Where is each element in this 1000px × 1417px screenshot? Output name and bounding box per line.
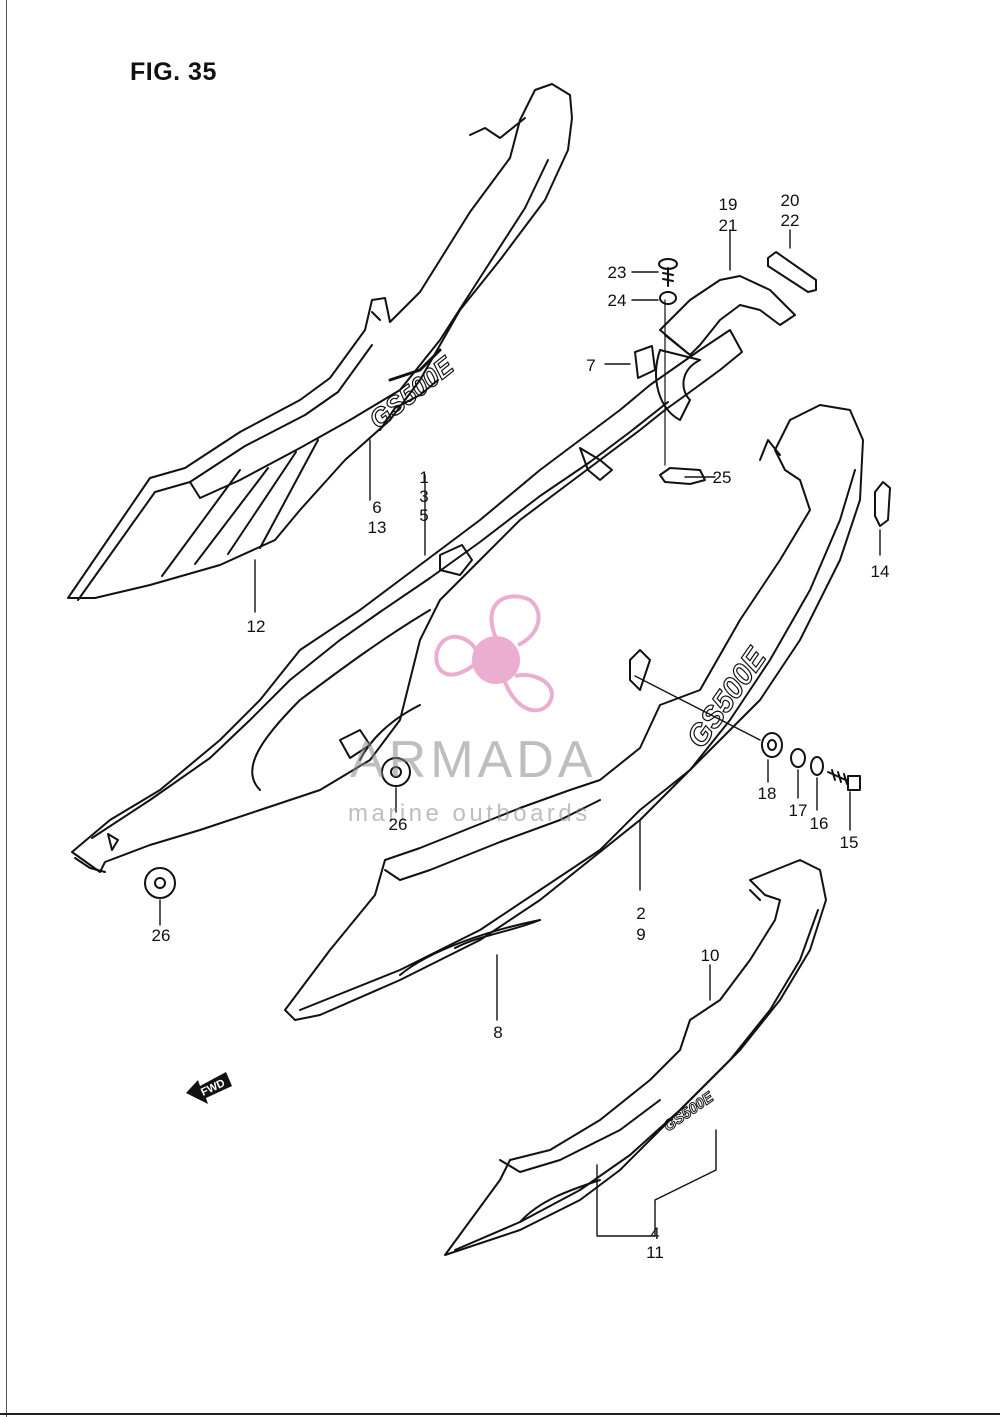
bolt-assembly — [634, 675, 861, 831]
callout-2: 2 — [636, 904, 646, 923]
cover-logo-upper: GS500E — [363, 350, 459, 435]
callout-9: 9 — [636, 925, 646, 944]
callout-26-lower: 26 — [151, 926, 171, 945]
cover-logo-lower: GS500E — [661, 1088, 718, 1135]
fwd-arrow-shape — [186, 1072, 232, 1104]
callout-1: 1 — [419, 468, 429, 487]
side-cover-lower — [444, 859, 827, 1256]
watermark-brand: ARMADA — [350, 731, 597, 789]
callout-3: 3 — [419, 487, 429, 506]
callout-14: 14 — [870, 562, 890, 581]
cover-logo-middle: GS500E — [681, 641, 774, 754]
clip-part — [874, 481, 891, 556]
fwd-arrow-label: FWD — [199, 1077, 227, 1098]
side-cover-upper — [67, 83, 573, 613]
grommets — [144, 757, 411, 926]
callout-24: 24 — [607, 291, 627, 310]
callout-4: 4 — [650, 1224, 660, 1243]
callout-21: 21 — [718, 216, 738, 235]
emblem-strip — [767, 229, 817, 293]
callout-11: 11 — [646, 1243, 664, 1262]
watermark-tagline: marine outboards — [348, 800, 591, 827]
callout-17: 17 — [788, 801, 808, 820]
callout-18: 18 — [757, 784, 777, 803]
callout-19: 19 — [718, 195, 738, 214]
callout-5: 5 — [419, 506, 429, 525]
callout-7: 7 — [586, 356, 596, 375]
callout-12: 12 — [246, 617, 266, 636]
callout-13: 13 — [367, 518, 387, 537]
figure-title: FIG. 35 — [130, 58, 217, 86]
watermark-logo — [434, 594, 555, 713]
callout-8: 8 — [493, 1023, 503, 1042]
side-cover-middle — [284, 404, 864, 1021]
tail-frame — [71, 329, 743, 873]
callout-15: 15 — [839, 833, 859, 852]
seat-bracket — [659, 229, 796, 485]
callout-20: 20 — [780, 191, 800, 210]
page-border-left — [6, 0, 7, 1417]
callout-25: 25 — [712, 468, 732, 487]
callout-26-upper: 26 — [388, 815, 408, 834]
callout-23: 23 — [607, 263, 627, 282]
callout-22: 22 — [780, 211, 800, 230]
callout-16: 16 — [809, 814, 829, 833]
callout-10: 10 — [700, 946, 720, 965]
callout-6: 6 — [372, 498, 382, 517]
page-border-bottom — [0, 1413, 1000, 1415]
small-fasteners-top — [604, 258, 678, 379]
